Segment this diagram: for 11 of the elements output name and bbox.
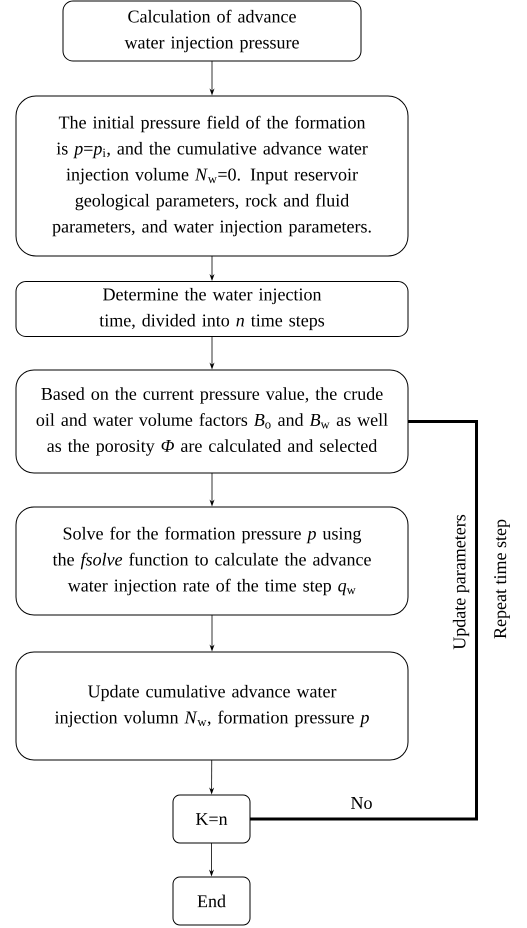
side-label: Update parameters [452,514,470,650]
process-box: Calculation of advance water injection pressure [62,0,362,62]
edge-label: No [350,796,374,810]
process-box: End [172,876,250,926]
process-box: K=n [172,794,250,844]
process-box: The initial pressure field of the formation is p=p$_{i}$, and the cumulative advance water injection volume N$_{w}$=0. Input reservoir geological parameters, rock and fluid parameters, and water injection parameters. [16,96,408,256]
process-box: Determine the water injection time, divided into n time steps [16,281,408,337]
process-box: Update cumulative advance water injection volumn N$_{w}$, formation pressure p [16,652,408,760]
process-box: Based on the current pressure value, the crude oil and water volume factors B$_{o}$ and B$_{w}$ as well as the porosity Φ are calculated and selected [16,370,408,474]
side-label: Repeat time step [494,520,510,638]
process-box: Solve for the formation pressure p using the fsolve function to calculate the advance water injection rate of the time step q$_{w}$ [16,506,408,616]
